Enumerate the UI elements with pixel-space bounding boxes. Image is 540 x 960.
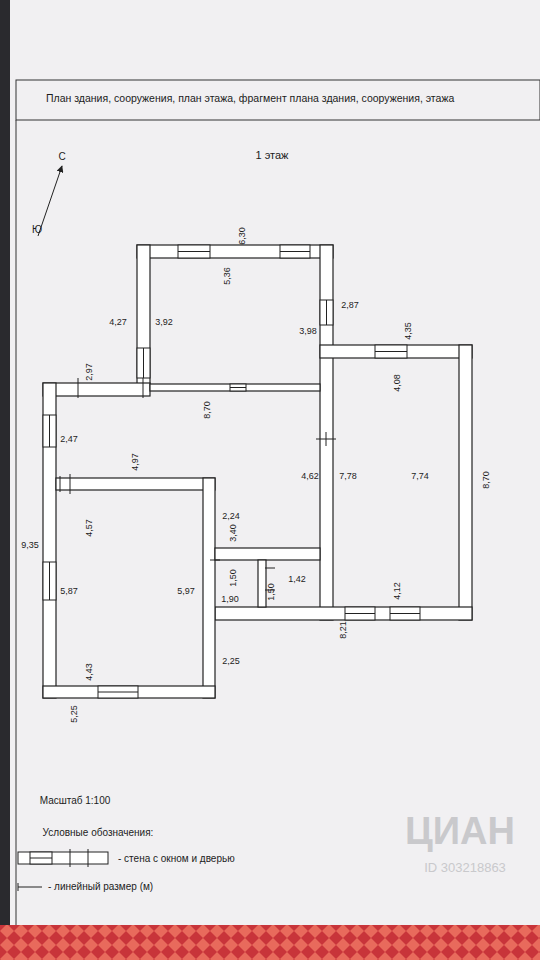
legend-text: - линейный размер (м) [48,881,153,892]
watermark: ЦИАН [405,811,515,853]
dimension: 7,74 [411,472,429,482]
dimension: 3,92 [155,318,173,328]
dimension: 4,62 [301,472,319,482]
watermark-id: ID 303218863 [424,861,506,875]
floor-name: 1 этаж [256,149,289,161]
window-symbol [345,607,375,620]
dimension: 2,25 [222,657,240,667]
dimension: 9,35 [21,541,39,551]
compass-letter: Ю [32,224,42,235]
window-symbol [390,607,420,620]
wall [150,384,320,391]
dimension: 5,87 [60,587,78,597]
window-symbol [280,245,310,258]
wall [320,245,333,620]
dimension: 2,24 [222,512,240,522]
dimension: 5,25 [70,705,80,723]
window-symbol [43,562,56,600]
dimension: 8,21 [339,621,349,639]
dimension: 5,36 [223,267,233,285]
dimension: 4,12 [393,582,403,600]
dimension: 3,40 [229,524,239,542]
document-title: План здания, сооружения, план этажа, фра… [46,93,454,105]
dimension: 5,97 [177,587,195,597]
dimension: 4,35 [404,322,414,340]
legend-text: - стена с окном и дверью [118,853,235,864]
window-symbol [178,245,210,258]
window-symbol [137,348,150,378]
wall [137,245,333,258]
dimension: 1,50 [267,583,277,601]
dimension: 8,70 [482,471,492,489]
door-mark [265,568,275,569]
wall [258,560,266,607]
dimension: 3,98 [299,327,317,337]
dimension: 4,57 [85,519,95,537]
dimension: 4,08 [393,374,403,392]
dimension: 1,90 [221,595,239,605]
wall [43,686,215,698]
wall [137,245,150,390]
compass-letter: С [58,151,65,162]
wall [56,478,215,490]
tablecloth [0,925,540,960]
dimension: 4,43 [85,663,95,681]
dimension: 8,70 [203,401,213,419]
walls [43,245,472,698]
dimension: 4,27 [109,318,127,328]
dimension: 1,50 [229,569,239,587]
legend-heading: Условные обозначения: [43,827,154,838]
dimension: 4,97 [131,453,141,471]
dimension: 2,97 [85,363,95,381]
scale-note: Масштаб 1:100 [40,795,111,806]
door-mark [210,560,220,561]
page-edge [0,0,10,960]
wall [43,383,150,396]
window-symbol [375,345,407,358]
frame-line [16,120,17,925]
dimension: 7,78 [339,472,357,482]
dimension: 2,47 [60,435,78,445]
dimension: 2,87 [341,301,359,311]
wall [215,548,320,560]
door-mark [316,439,336,440]
windows [43,245,420,698]
dimension: 1,42 [288,575,306,585]
window-symbol [98,686,138,698]
door-mark [70,474,71,494]
door-mark [78,378,79,398]
wall [43,383,56,698]
window-symbol [230,384,246,391]
header-frame [16,80,540,120]
wall [320,345,472,358]
wall [215,607,472,620]
door-mark [60,476,61,492]
door-mark [143,378,144,398]
wall [203,478,215,698]
dimension: 6,30 [238,227,248,245]
window-symbol [43,415,56,447]
wall [459,345,472,620]
window-symbol [320,300,333,325]
